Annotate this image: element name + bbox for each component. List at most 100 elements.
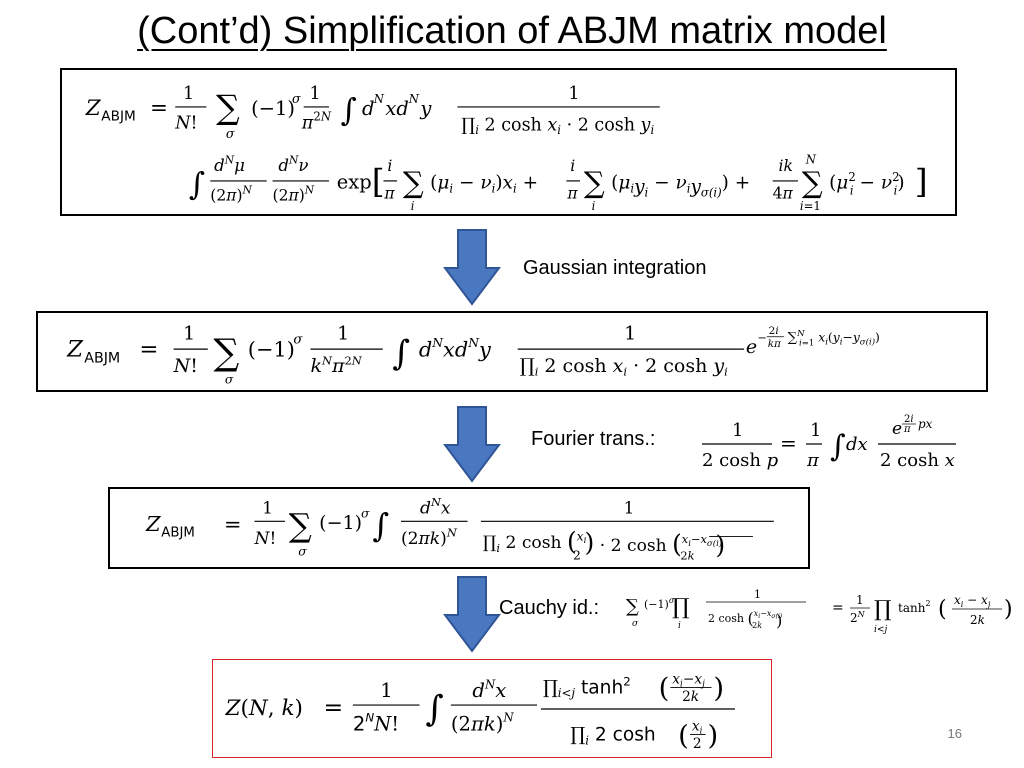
svg-text:∑Ni=1 xi(yi−yσ(i)): ∑Ni=1 xi(yi−yσ(i)) [788, 329, 880, 349]
svg-text:σ: σ [361, 507, 370, 521]
svg-text:i: i [411, 199, 415, 213]
svg-text:dNx: dNx [420, 495, 451, 519]
svg-text:1: 1 [732, 420, 743, 441]
equation-box-after-fourier: Z ABJM = 1 N! ∑ σ (−1) σ ∫ dNx (2πk)N 1 … [108, 487, 810, 569]
svg-text:∑: ∑ [403, 166, 424, 200]
svg-text:(: ( [938, 597, 947, 622]
svg-text:∫: ∫ [341, 93, 357, 129]
svg-text:∑: ∑ [289, 507, 312, 545]
step-label-fourier: Fourier trans.: [531, 428, 656, 450]
svg-text:i: i [387, 157, 392, 175]
svg-text:dNν: dNν [278, 153, 308, 175]
svg-text:1: 1 [856, 593, 864, 607]
svg-text:Z(N, k): Z(N, k) [224, 696, 302, 721]
equation-box-final-result: Z(N, k) = 1 2NN! ∫ dNx (2πk)N ∏i<j tanh2… [212, 659, 772, 758]
svg-text:y: y [419, 97, 432, 120]
svg-text:xi: xi [692, 719, 703, 737]
svg-text:1: 1 [754, 588, 761, 601]
svg-text:(−1): (−1) [251, 97, 295, 120]
svg-text:π: π [566, 184, 578, 202]
svg-text:∫: ∫ [372, 507, 389, 545]
svg-text:∏i 2 cosh (xi2) · 2 cosh (xi−x: ∏i 2 cosh (xi2) · 2 cosh (xi−xσ(i)2k) [483, 527, 725, 563]
svg-text:1: 1 [183, 323, 195, 345]
slide-title: (Cont’d) Simplification of ABJM matrix m… [137, 10, 887, 52]
svg-text:N: N [373, 92, 385, 106]
svg-text:kNπ2N: kNπ2N [310, 353, 362, 377]
svg-text:(2πk)N: (2πk)N [401, 526, 458, 550]
svg-text:dNxdNy: dNxdNy [419, 336, 492, 362]
svg-text:σ: σ [225, 372, 234, 386]
svg-text:∏i 2 cosh xi · 2 cosh yi: ∏i 2 cosh xi · 2 cosh yi [520, 355, 729, 379]
svg-text:σ: σ [226, 126, 235, 141]
svg-text:2N: 2N [850, 610, 866, 625]
svg-text:Z: Z [66, 337, 84, 363]
svg-text:1: 1 [183, 84, 194, 104]
equation-fourier-identity: 1 2 cosh p = 1 π ∫ dx e 2i π px 2 cosh x [702, 414, 956, 471]
svg-text:2 cosh (xi−xσ(i)2k): 2 cosh (xi−xσ(i)2k) [708, 609, 783, 630]
step-label-gaussian: Gaussian integration [523, 257, 707, 279]
svg-text:=: = [150, 96, 168, 121]
svg-text:kπ: kπ [768, 338, 782, 350]
svg-text:1: 1 [624, 323, 636, 345]
svg-text:(2π)N: (2π)N [273, 184, 315, 205]
svg-text:i<j: i<j [874, 625, 887, 635]
svg-text:1: 1 [810, 420, 821, 441]
svg-text:(: ( [659, 673, 670, 704]
svg-text:∏i 2 cosh xi · 2 cosh yi: ∏i 2 cosh xi · 2 cosh yi [461, 115, 654, 137]
svg-text:π: π [806, 450, 820, 471]
svg-text:N!: N! [253, 529, 276, 549]
page-number: 16 [947, 726, 962, 741]
svg-text:xi−xj: xi−xj [672, 672, 705, 690]
svg-text:2i: 2i [904, 414, 914, 425]
svg-text:ik: ik [779, 157, 793, 175]
svg-text:σ: σ [292, 91, 301, 106]
svg-text:ABJM: ABJM [84, 350, 120, 366]
svg-text:2N: 2N [313, 110, 331, 124]
svg-text:Z: Z [85, 96, 102, 121]
svg-text:N!: N! [173, 355, 198, 377]
svg-text:=: = [780, 431, 797, 455]
svg-text:e: e [892, 419, 902, 439]
svg-text:=: = [139, 337, 158, 363]
svg-text:(μ2i − ν2i): (μ2i − ν2i) [829, 170, 905, 198]
svg-text:σ: σ [293, 332, 303, 347]
svg-text:1: 1 [380, 679, 392, 702]
svg-text:∫: ∫ [189, 167, 205, 203]
svg-text:(−1)σ: (−1)σ [644, 596, 675, 611]
svg-text:=: = [323, 693, 343, 721]
svg-text:ABJM: ABJM [161, 526, 195, 541]
svg-text:∫: ∫ [425, 689, 443, 730]
svg-text:=: = [224, 512, 242, 536]
svg-text:ABJM: ABJM [101, 109, 135, 125]
svg-text:2k: 2k [970, 613, 985, 627]
svg-text:i: i [570, 157, 575, 175]
svg-text:i=1: i=1 [800, 199, 821, 213]
down-arrow-icon [443, 576, 501, 653]
equation-after-gaussian: Z ABJM = 1 N! ∑ σ (−1) σ 1 kNπ2N ∫ dNxdN… [66, 323, 880, 387]
svg-text:N: N [408, 92, 420, 106]
svg-text:π: π [903, 424, 911, 435]
svg-text:(2πk)N: (2πk)N [451, 711, 514, 736]
svg-text:4π: 4π [773, 184, 794, 202]
svg-text:(μiyi − νiyσ(i)) +: (μiyi − νiyσ(i)) + [611, 173, 750, 200]
svg-text:): ) [708, 720, 719, 751]
svg-text:xi − xj: xi − xj [954, 593, 991, 609]
svg-text:∑: ∑ [214, 330, 240, 373]
svg-text:Z: Z [145, 512, 161, 536]
svg-text:σ: σ [632, 619, 639, 629]
svg-text:): ) [1004, 597, 1013, 622]
svg-text:σ: σ [298, 545, 307, 559]
svg-text:∫: ∫ [392, 333, 410, 373]
svg-text:∑: ∑ [584, 166, 605, 200]
svg-text:i: i [592, 199, 596, 213]
svg-text:∏i<j tanh2: ∏i<j tanh2 [543, 674, 631, 700]
svg-text:1: 1 [262, 499, 273, 519]
svg-text:dx: dx [846, 434, 868, 455]
svg-text:dNμ: dNμ [214, 153, 245, 175]
svg-text:i: i [678, 621, 681, 631]
svg-text:2k: 2k [682, 689, 699, 705]
svg-text:[: [ [372, 162, 385, 201]
svg-text:∏: ∏ [672, 595, 690, 620]
svg-text:(: ( [678, 720, 689, 751]
svg-text:=: = [832, 600, 844, 616]
